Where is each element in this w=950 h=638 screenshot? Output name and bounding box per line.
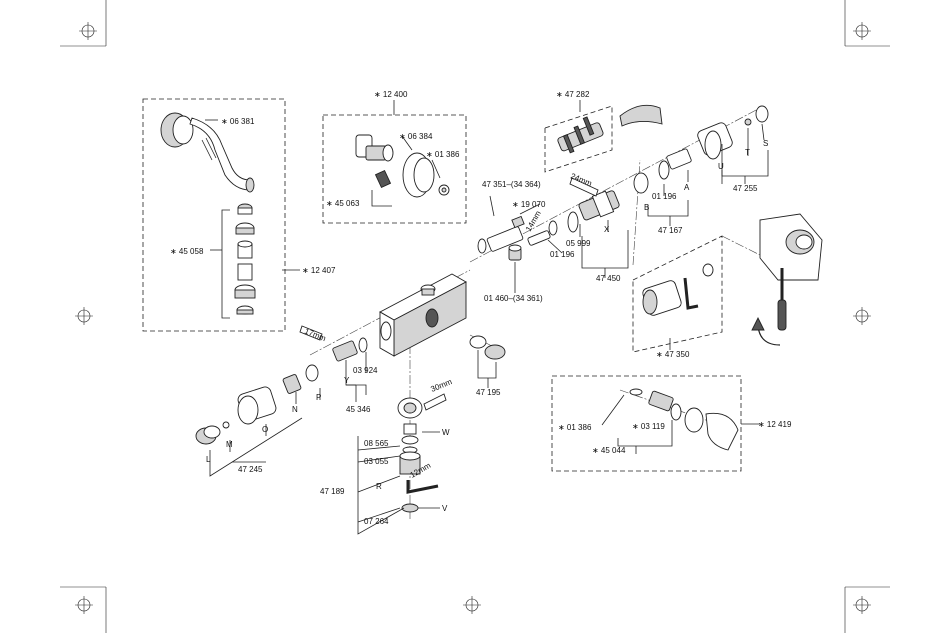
label-47-255: 47 255 xyxy=(733,184,758,193)
label-07-264: 07 264 xyxy=(364,517,389,526)
shower-bracket xyxy=(221,209,230,319)
cartridge-box xyxy=(544,105,613,173)
label-17mm: 17mm xyxy=(303,327,327,344)
wall-connector-illustration xyxy=(355,134,450,207)
label-05-999: 05 999 xyxy=(566,239,591,248)
label-s: S xyxy=(763,139,768,148)
left-inlet-parts xyxy=(195,325,368,445)
label-x: X xyxy=(604,225,610,234)
label-01-386: ∗ 01 386 xyxy=(558,423,592,432)
label-shower-set: ∗ 45 058 xyxy=(170,247,204,256)
label-shower-group: ∗ 12 407 xyxy=(302,266,336,275)
handle-parts-illustration xyxy=(548,104,769,236)
label-l: L xyxy=(206,455,211,464)
label-45-044: ∗ 45 044 xyxy=(592,446,626,455)
label-a: A xyxy=(684,183,690,192)
kit-350-illustration xyxy=(642,263,714,316)
label-47-245: 47 245 xyxy=(238,465,263,474)
label-47-450: 47 450 xyxy=(596,274,621,283)
label-03-055: 03 055 xyxy=(364,457,389,466)
label-cartridge: ∗ 47 282 xyxy=(556,90,590,99)
label-nipple: 01 460–(34 361) xyxy=(484,294,543,303)
label-47-167: 47 167 xyxy=(658,226,683,235)
shower-fittings-stack xyxy=(234,203,256,315)
crop-marks xyxy=(60,0,890,633)
label-rosette: ∗ 06 384 xyxy=(399,132,433,141)
label-m: M xyxy=(226,440,233,449)
label-14mm: 14mm xyxy=(524,209,543,233)
label-47-195: 47 195 xyxy=(476,388,501,397)
elbow-illustration xyxy=(629,388,739,451)
shower-arm-illustration xyxy=(160,112,255,193)
wall-kit-box xyxy=(322,114,467,224)
label-r: R xyxy=(376,482,382,491)
label-extension: 47 351–(34 364) xyxy=(482,180,541,189)
bottom-valve-stack xyxy=(397,335,506,513)
label-wall-kit: ∗ 12 400 xyxy=(374,90,408,99)
label-b: B xyxy=(644,203,649,212)
label-spindle: ∗ 19 070 xyxy=(512,200,546,209)
label-ring: ∗ 01 386 xyxy=(426,150,460,159)
shower-group-box xyxy=(142,98,286,332)
elbow-group-box xyxy=(551,375,742,472)
label-n: N xyxy=(292,405,298,414)
label-01-196-b: 01 196 xyxy=(652,192,677,201)
label-08-565: 08 565 xyxy=(364,439,389,448)
callout-labels: ∗ 06 381 ∗ 45 058 ∗ 12 407 ∗ 12 400 ∗ 06… xyxy=(170,90,792,526)
leader-lines xyxy=(209,100,769,535)
label-p: P xyxy=(316,393,321,402)
label-y: Y xyxy=(344,376,350,385)
label-30mm: 30mm xyxy=(429,377,453,394)
label-12-419: ∗ 12 419 xyxy=(758,420,792,429)
label-45-346: 45 346 xyxy=(346,405,371,414)
label-47-189: 47 189 xyxy=(320,487,345,496)
label-v: V xyxy=(442,504,448,513)
label-u: U xyxy=(718,162,724,171)
label-connector: ∗ 45 063 xyxy=(326,199,360,208)
label-t: T xyxy=(745,148,750,157)
label-o: O xyxy=(262,425,268,434)
label-shower-arm: ∗ 06 381 xyxy=(221,117,255,126)
installed-valve-inset xyxy=(751,213,823,346)
label-w: W xyxy=(442,428,450,437)
cartridge-illustration xyxy=(557,116,604,154)
label-01-196-a: 01 196 xyxy=(550,250,575,259)
extension-illustration xyxy=(477,215,551,261)
label-03-119: ∗ 03 119 xyxy=(632,422,665,431)
kit-350-box xyxy=(632,235,723,353)
label-03-924: 03 924 xyxy=(353,366,378,375)
valve-body-illustration xyxy=(379,273,467,357)
label-47-350: ∗ 47 350 xyxy=(656,350,690,359)
